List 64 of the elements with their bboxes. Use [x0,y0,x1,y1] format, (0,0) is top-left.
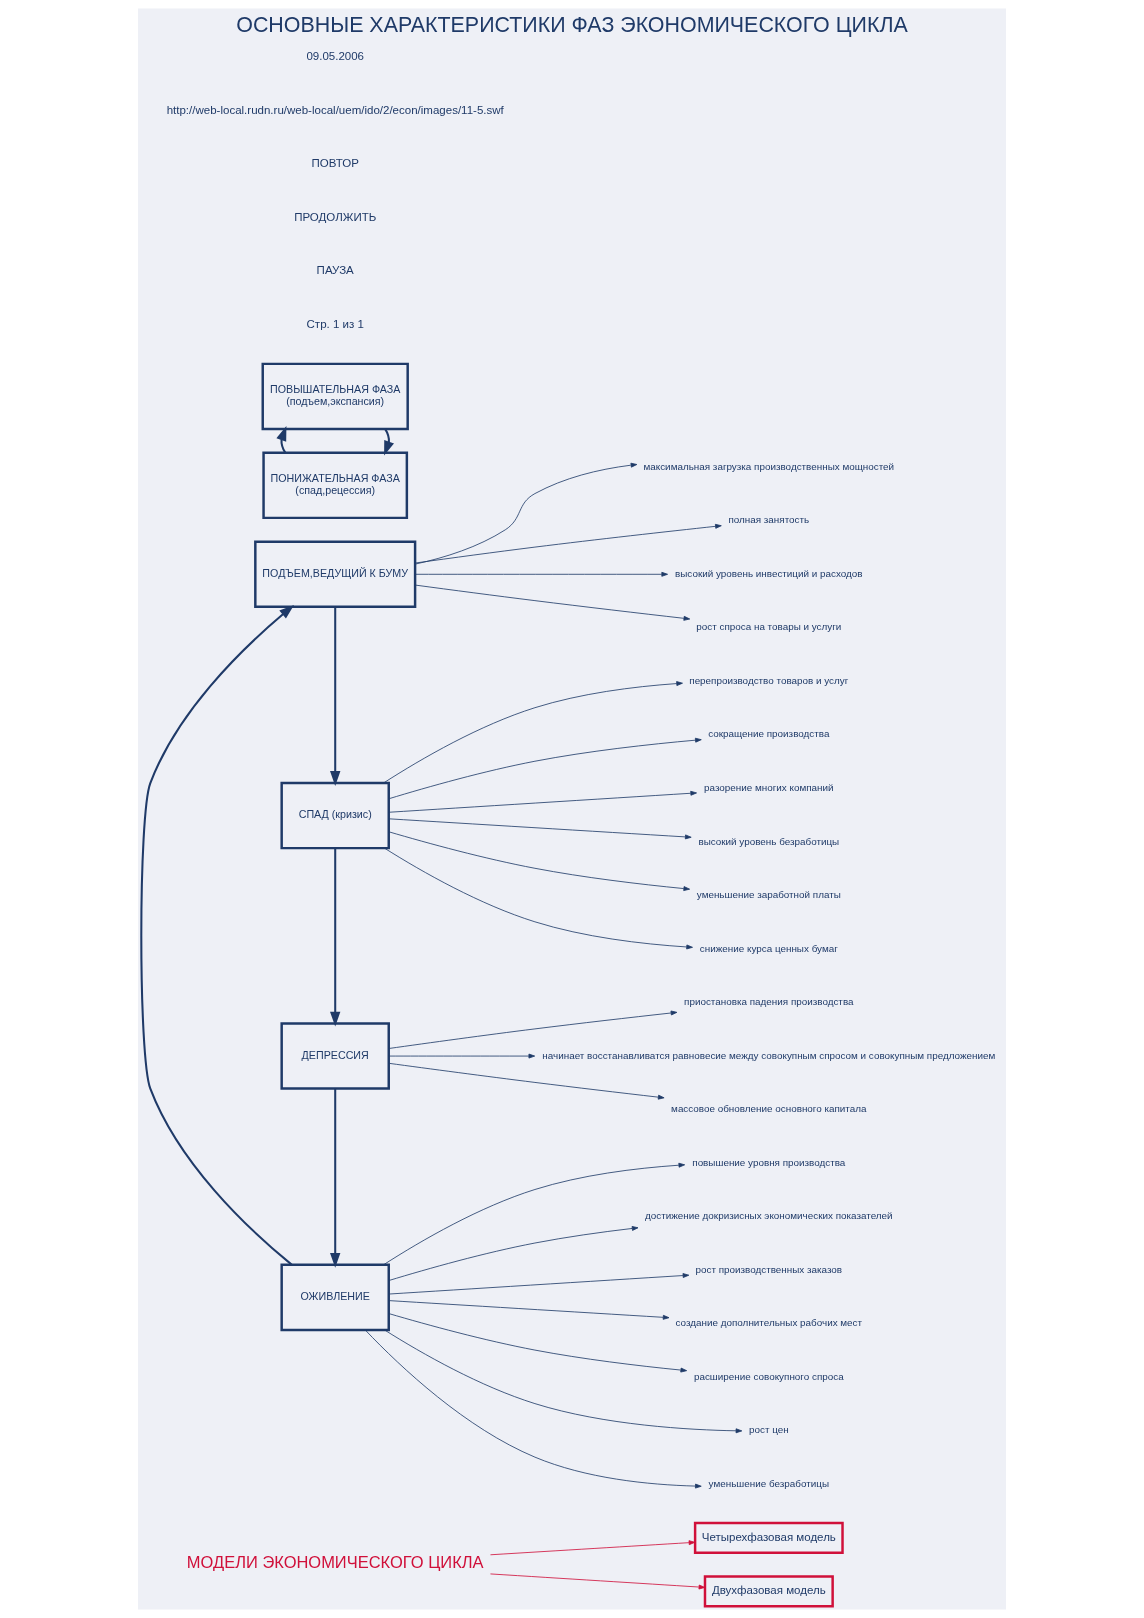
node-text: уменьшение заработной платы [696,889,841,901]
arrow [414,584,691,621]
arrow [388,1273,690,1295]
node-text: начинает восстанавливатся равновесие между совокупным спросом и совокупным предложением [542,1049,996,1061]
arrow [388,737,702,800]
node-text: рост спроса на товары и услуги [696,621,842,633]
arrow [384,1329,743,1434]
label: Стр. 1 из 1 [306,317,364,330]
arrow [388,1300,670,1320]
node-text: разорение многих компаний [704,781,834,793]
node-text: расширение совокупного спроса [693,1370,844,1382]
node-text: полная занятость [728,514,810,526]
arrow [388,1226,639,1281]
node-box: ПОНИЖАТЕЛЬНАЯ ФАЗА (спад,рецессия) [262,451,409,520]
node-text: приостановка падения производства [684,996,854,1008]
node-text: повышение уровня производства [692,1156,846,1168]
node-text: массовое обновление основного капитала [671,1103,867,1115]
node-text: уменьшение безработицы [708,1477,830,1489]
arrow [330,606,341,786]
node-text: сокращение производства [708,728,830,740]
arrow [414,523,722,564]
node-text: максимальная загрузка производственных мощностей [643,460,895,472]
node-text: высокий уровень безработицы [698,835,840,847]
arrow [384,847,693,950]
arrow [276,426,287,454]
arrow [388,1313,688,1373]
arrow [383,1162,686,1266]
node-text: снижение курса ценных бумаг [699,942,838,954]
label: ПАУЗА [316,264,354,277]
node-text: рост производственных заказов [695,1263,843,1275]
arrow [383,681,683,784]
label: ПРОДОЛЖИТЬ [294,210,377,223]
arrow [388,1053,536,1059]
node-box: ПОДЪЕМ,ВЕДУЩИЙ К БУМУ [254,540,417,609]
label: http://web-local.rudn.ru/web-local/uem/ido/2/econ/images/11-5.swf [166,103,504,116]
label: ПОВТОР [311,157,359,170]
arrow [388,790,697,813]
arrow [490,1540,696,1556]
node-box: ДЕПРЕССИЯ [280,1022,390,1090]
node-text: достижение докризисных экономических показателей [645,1210,893,1222]
node-box: СПАД (кризис) [280,781,390,850]
arrow [388,1062,665,1100]
arrow [490,1573,706,1590]
arrow [388,1010,678,1049]
node-text: высокий уровень инвестиций и расходов [675,567,863,579]
arrow [414,571,668,577]
arrow [384,428,395,456]
arrow [414,462,638,565]
node-box: Четырехфазовая модель [693,1521,844,1554]
node-box: ПОВЫШАТЕЛЬНАЯ ФАЗА (подъем,экспансия) [261,362,409,431]
diagram-title: ОСНОВНЫЕ ХАРАКТЕРИСТИКИ ФАЗ ЭКОНОМИЧЕСКОГО ЦИКЛА [236,13,908,38]
arrow [388,818,692,840]
arrow [140,605,295,1266]
node-text: рост цен [748,1424,789,1436]
node-text: создание дополнительных рабочих мест [675,1317,863,1329]
node-text: МОДЕЛИ ЭКОНОМИЧЕСКОГО ЦИКЛА [186,1553,484,1572]
node-box: Двухфазовая модель [703,1575,834,1608]
arrow [330,848,341,1027]
arrow [330,1088,341,1268]
node-box: ОЖИВЛЕНИЕ [280,1263,390,1332]
node-text: перепроизводство товаров и услуг [689,674,849,686]
label: 09.05.2006 [306,50,365,63]
arrow [388,831,690,891]
arrow [365,1329,702,1489]
